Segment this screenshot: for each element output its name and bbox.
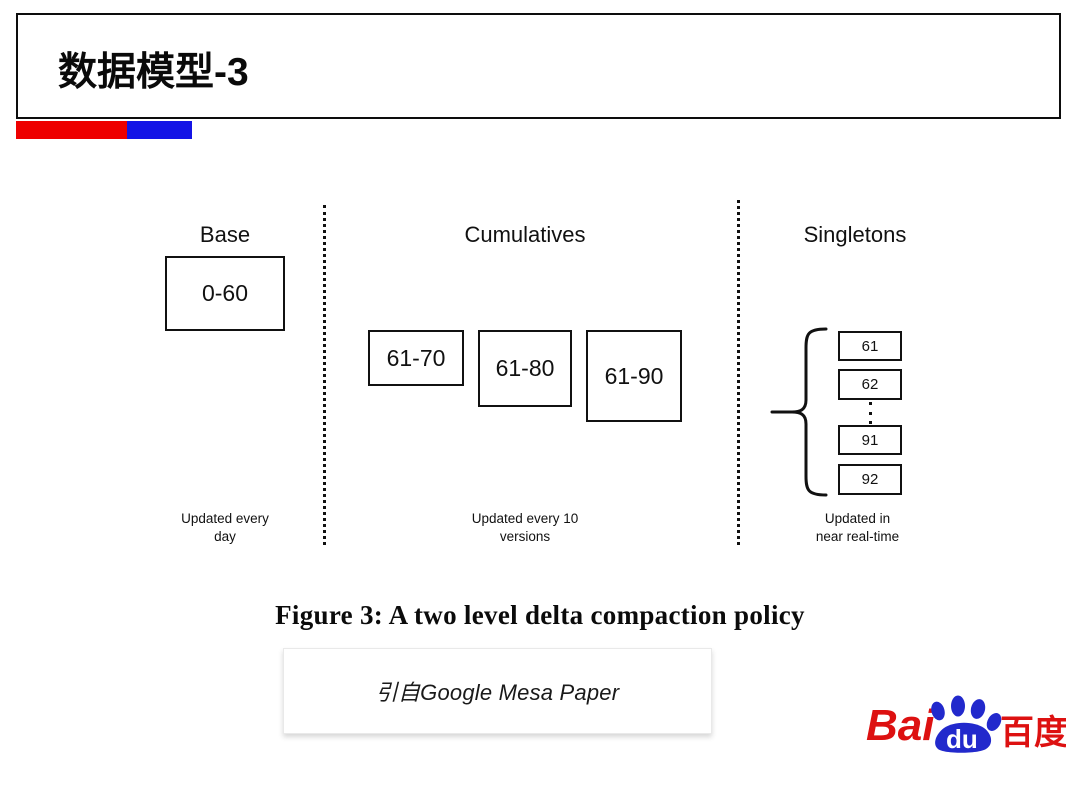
column-note-cumulatives-line2: versions: [499, 529, 551, 544]
attribution-callout: 引自Google Mesa Paper: [283, 648, 712, 734]
column-label-cumulatives: Cumulatives: [464, 222, 586, 247]
column-divider-1: [323, 205, 326, 545]
cumulative-box-61-70: 61-70: [368, 330, 464, 386]
svg-text:百度: 百度: [1000, 713, 1066, 753]
grouping-brace: [770, 326, 828, 498]
accent-bar-red: [16, 121, 127, 139]
column-note-base-line2: day: [214, 529, 236, 544]
accent-bar-blue: [127, 121, 192, 139]
column-label-singletons: Singletons: [803, 222, 907, 247]
vertical-ellipsis-icon: [868, 402, 872, 424]
cumulative-box-61-90: 61-90: [586, 330, 682, 422]
column-note-cumulatives: Updated every 10 versions: [405, 510, 645, 546]
column-note-singletons-line2: near real-time: [815, 529, 900, 544]
singleton-box-92: 92: [838, 464, 902, 495]
column-divider-2: [737, 200, 740, 545]
column-note-cumulatives-line1: Updated every 10: [471, 511, 579, 526]
column-note-singletons: Updated in near real-time: [770, 510, 945, 546]
svg-text:Bai: Bai: [866, 701, 935, 750]
singleton-box-61: 61: [838, 331, 902, 361]
baidu-logo: Bai du 百度: [866, 694, 1066, 756]
svg-text:du: du: [946, 724, 978, 754]
base-box-0-60: 0-60: [165, 256, 285, 331]
column-note-singletons-line1: Updated in: [824, 511, 891, 526]
attribution-text: 引自Google Mesa Paper: [375, 680, 620, 705]
cumulative-box-61-80: 61-80: [478, 330, 572, 407]
figure-caption: Figure 3: A two level delta compaction p…: [275, 600, 805, 630]
column-note-base: Updated every day: [145, 510, 305, 546]
page-title: 数据模型-3: [58, 51, 249, 94]
column-label-base: Base: [199, 222, 251, 247]
title-box: 数据模型-3: [16, 13, 1061, 119]
singleton-box-62: 62: [838, 369, 902, 400]
singleton-box-91: 91: [838, 425, 902, 455]
column-note-base-line1: Updated every: [181, 511, 269, 526]
